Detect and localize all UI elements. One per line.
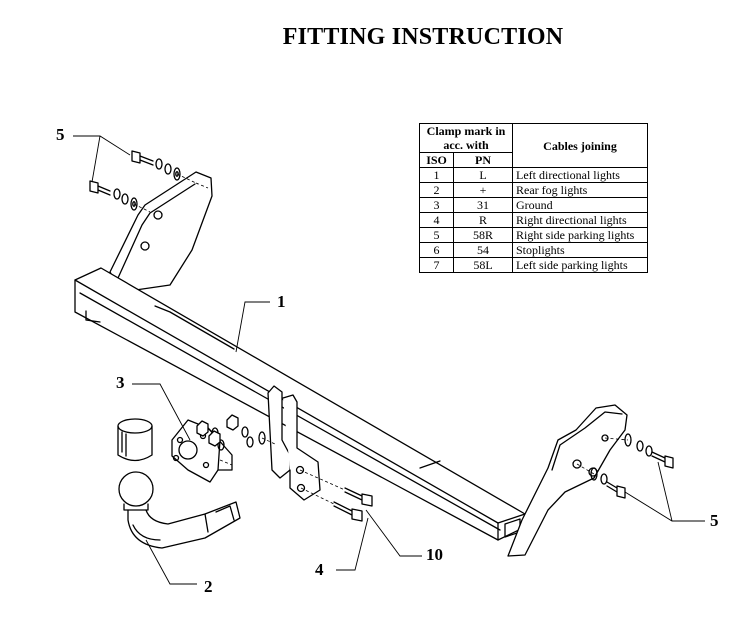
callout-ball-arm: 2 [204,577,213,596]
iso-cell: 6 [418,242,455,258]
nuts-washers-center [196,414,266,451]
callout-bolt-right: 5 [710,511,719,530]
description-cell: Rear fog lights [512,182,648,198]
cable-joining-table: Clamp mark in acc. with Cables joining I… [418,123,648,273]
bolts-right [590,433,674,499]
table-row: 6 54 Stoplights [418,242,648,258]
table-row: 1 L Left directional lights [418,167,648,183]
ball-cap [117,418,153,462]
description-cell: Left directional lights [512,167,648,183]
header-iso: ISO [418,152,455,168]
table-header-row: Clamp mark in acc. with Cables joining [419,123,648,168]
table-row: 7 58L Left side parking lights [418,257,648,273]
table-row: 2 + Rear fog lights [418,182,648,198]
iso-cell: 7 [418,257,455,273]
iso-cell: 4 [418,212,455,228]
pn-cell: L [453,167,513,183]
description-cell: Left side parking lights [512,257,648,273]
pn-cell: 31 [453,197,513,213]
callout-bolt-left: 5 [56,125,65,144]
callout-ball-cap: 3 [116,373,125,392]
callout-crossbar: 1 [277,292,286,311]
header-pn: PN [453,152,513,168]
pn-cell: 58L [453,257,513,273]
callout-nut-washer: 10 [426,545,443,564]
callout-bolts-bottom: 4 [315,560,324,579]
table-row: 3 31 Ground [418,197,648,213]
table-row: 4 R Right directional lights [418,212,648,228]
pn-cell: R [453,212,513,228]
page-title: FITTING INSTRUCTION [282,24,564,50]
description-cell: Ground [512,197,648,213]
iso-cell: 3 [418,197,455,213]
description-cell: Right side parking lights [512,227,648,243]
tow-ball-arm [118,471,241,549]
left-bracket [109,171,213,293]
iso-cell: 1 [418,167,455,183]
pn-cell: 54 [453,242,513,258]
description-cell: Right directional lights [512,212,648,228]
ball-mount-plate [171,419,233,483]
right-bracket [507,404,628,557]
header-clamp-mark: Clamp mark in acc. with [419,123,513,153]
table-row: 5 58R Right side parking lights [418,227,648,243]
header-cables-joining: Cables joining [512,123,648,168]
center-bracket [267,385,321,501]
pn-cell: + [453,182,513,198]
description-cell: Stoplights [512,242,648,258]
bolts-bottom [333,487,373,522]
iso-cell: 2 [418,182,455,198]
bolts-upper-left [89,150,181,211]
pn-cell: 58R [453,227,513,243]
iso-cell: 5 [418,227,455,243]
